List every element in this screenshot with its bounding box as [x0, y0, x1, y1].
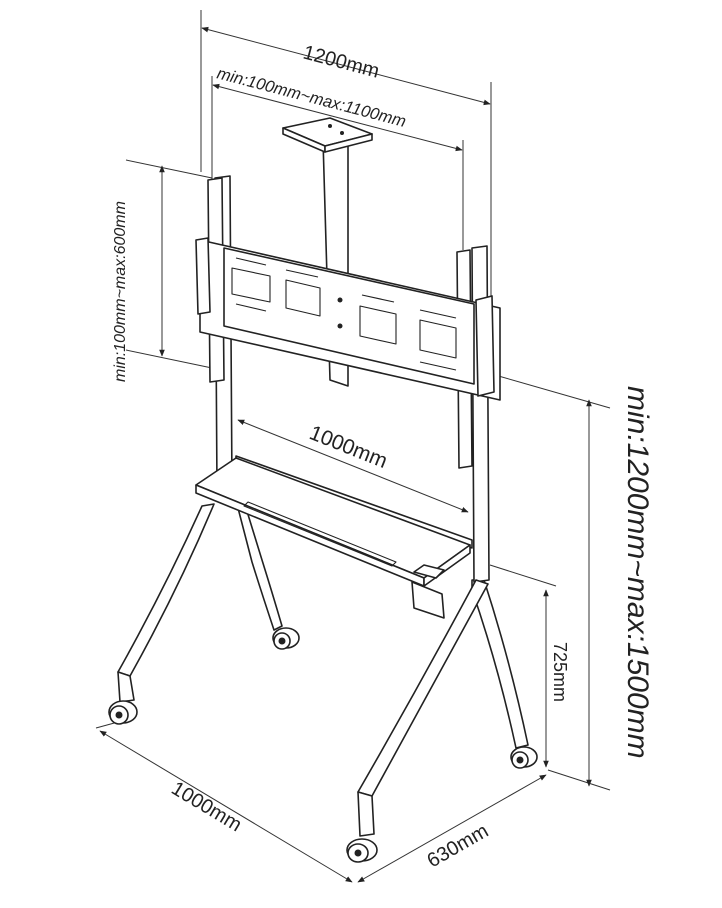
label-base-width: 1000mm — [167, 777, 245, 836]
label-shelf-height: 725mm — [550, 642, 570, 702]
extension-line-height-bottom — [547, 769, 611, 791]
dimension-line-vesa-h — [212, 83, 463, 152]
extension-line-725-top — [489, 564, 557, 587]
cable-box — [411, 581, 445, 619]
tray-hole — [328, 124, 332, 128]
plate-slot — [361, 294, 395, 303]
tv-stand — [108, 117, 538, 863]
plate-slot — [285, 269, 319, 278]
plate-window — [285, 279, 321, 317]
front-left-leg — [117, 503, 215, 677]
label-vesa-vertical: min:100mm~max:600mm — [112, 201, 129, 382]
shelf-cable-slot — [243, 501, 397, 567]
right-clamp — [475, 295, 495, 397]
right-upright — [471, 245, 490, 583]
label-shelf-width: 1000mm — [306, 421, 390, 473]
label-base-depth: 630mm — [424, 820, 493, 872]
plate-slot — [419, 361, 457, 371]
plate-window — [231, 267, 271, 303]
front-right-leg — [357, 579, 489, 797]
dimension-line-shelf — [237, 419, 469, 513]
plate-window — [419, 319, 457, 359]
shelf-top — [195, 457, 471, 579]
dimension-lines — [95, 10, 611, 883]
caster-back-right — [510, 746, 538, 769]
camera-tray-side — [324, 133, 373, 153]
dimension-line-base-width — [99, 730, 353, 883]
label-top-width: 1200mm — [301, 42, 382, 83]
front-right-leg-foot — [357, 791, 375, 837]
plate-hole — [337, 297, 343, 303]
plate-slot — [419, 309, 457, 319]
cable-box-lid — [413, 564, 445, 579]
tray-hole — [340, 131, 344, 135]
plate-slot — [235, 303, 267, 312]
caster-front-left — [108, 700, 138, 725]
extension-line-vesa-v-bottom — [125, 349, 213, 369]
caster-back-left — [272, 627, 300, 650]
front-left-leg-foot — [117, 671, 135, 703]
plate-slot — [235, 257, 267, 266]
extension-line-height-top — [494, 374, 611, 409]
left-clamp — [195, 237, 211, 315]
back-left-leg — [237, 507, 283, 631]
extension-line-vesa-v-top — [125, 159, 213, 179]
back-right-leg — [471, 579, 529, 749]
plate-window — [359, 305, 397, 345]
label-height-range: min:1200mm~max:1500mm — [621, 386, 654, 759]
caster-front-right — [346, 838, 378, 863]
plate-hole — [337, 323, 343, 329]
dimension-line-base-depth — [357, 774, 547, 883]
